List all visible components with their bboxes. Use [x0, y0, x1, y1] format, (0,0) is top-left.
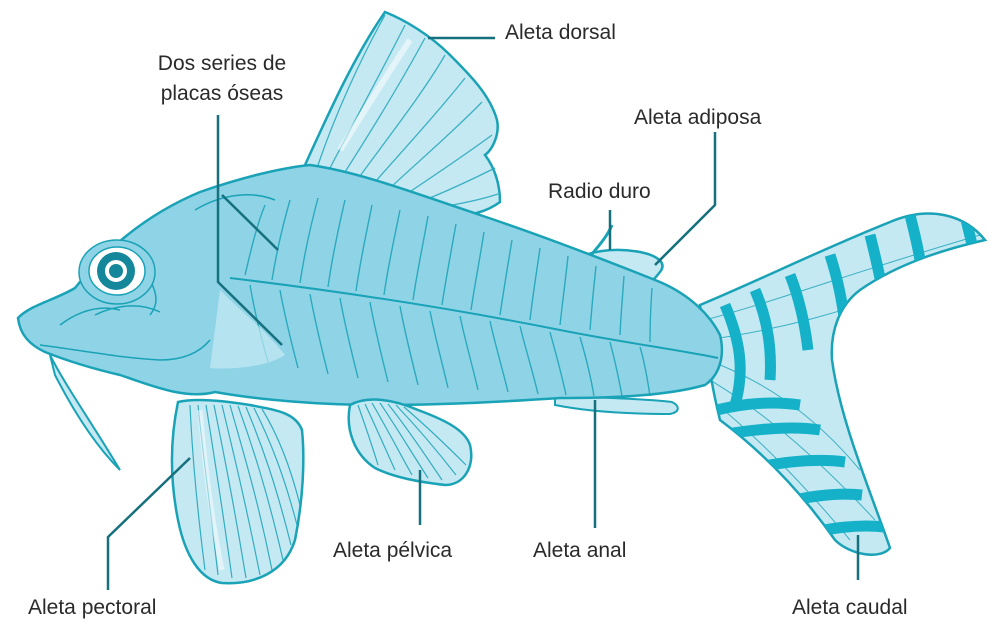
label-caudal-fin: Aleta caudal	[792, 595, 908, 621]
caudal-fin	[700, 200, 985, 555]
label-bony-plates-line2: placas óseas	[138, 81, 306, 107]
label-dorsal-fin: Aleta dorsal	[505, 20, 616, 46]
label-anal-fin: Aleta anal	[533, 538, 626, 564]
label-bony-plates: Dos series de placas óseas	[138, 51, 306, 107]
pelvic-fin	[349, 400, 472, 485]
leader-adipose	[655, 132, 715, 265]
label-pectoral-fin: Aleta pectoral	[28, 595, 156, 621]
label-adipose-fin: Aleta adiposa	[634, 105, 761, 131]
label-hard-spine: Radio duro	[548, 179, 651, 205]
label-bony-plates-line1: Dos series de	[138, 51, 306, 77]
pectoral-fin	[172, 400, 303, 583]
eye	[79, 240, 155, 304]
label-pelvic-fin: Aleta pélvica	[333, 538, 452, 564]
